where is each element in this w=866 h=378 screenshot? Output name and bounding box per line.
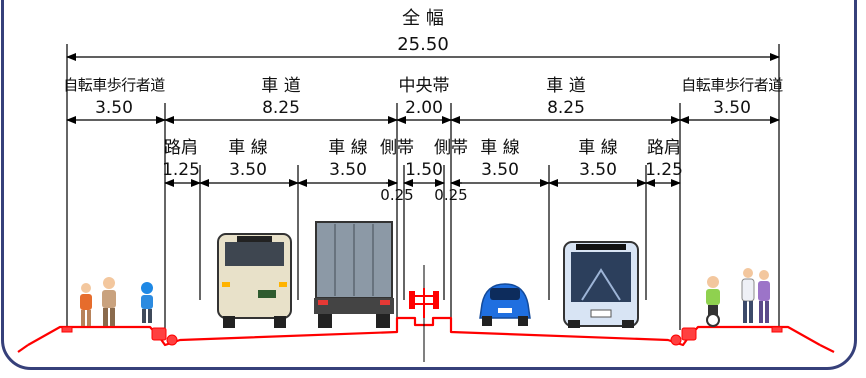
curb-blocks: [61, 326, 783, 346]
extension-lines: [66, 44, 780, 330]
edge-left: [61, 326, 73, 333]
value-lane-3: 3.50: [481, 160, 519, 180]
pedestrians-right: [706, 268, 770, 327]
pedestrian-icon: [741, 268, 755, 323]
value-lane-1: 3.50: [229, 160, 267, 180]
median-barrier: [409, 265, 439, 362]
curb-left: [151, 327, 167, 341]
label-carriageway-right: 車 道: [546, 76, 586, 96]
curb-right: [681, 327, 697, 341]
value-strip-left: 0.25: [380, 186, 414, 204]
value-shoulder-left: 1.25: [162, 160, 200, 180]
value-lane-2: 3.50: [329, 160, 367, 180]
label-carriageway-left: 車 道: [261, 76, 301, 96]
pedestrian-icon: [758, 270, 770, 323]
label-total-value: 25.50: [397, 34, 449, 55]
value-median: 2.00: [405, 98, 443, 118]
edge-right: [771, 326, 783, 333]
value-median-core: 1.50: [405, 160, 443, 180]
label-median: 中央帯: [398, 76, 450, 96]
cyclist-icon: [706, 276, 720, 327]
label-lane-3: 車 線: [480, 138, 520, 158]
drain-left: [166, 334, 178, 346]
label-shoulder-right: 路肩: [647, 138, 681, 158]
label-lane-4: 車 線: [578, 138, 618, 158]
slope-right: [819, 344, 835, 353]
value-sidewalk-left: 3.50: [95, 98, 133, 118]
label-shoulder-left: 路肩: [164, 138, 198, 158]
value-shoulder-right: 1.25: [645, 160, 683, 180]
pedestrian-icon: [102, 277, 116, 326]
car-icon: [479, 283, 531, 326]
label-lane-1: 車 線: [228, 138, 268, 158]
diagram-frame: [1, 0, 857, 370]
value-strip-right: 0.25: [434, 186, 468, 204]
label-strip-left: 側帯: [380, 138, 414, 158]
road-profile-left: [27, 316, 424, 347]
value-carriageway-left: 8.25: [262, 98, 300, 118]
drain-right: [670, 334, 682, 346]
label-lane-2: 車 線: [328, 138, 368, 158]
bus-left-icon: [217, 233, 292, 328]
label-total-title: 全 幅: [402, 8, 444, 29]
pedestrian-icon: [80, 283, 92, 326]
value-lane-4: 3.50: [579, 160, 617, 180]
pedestrians-left: [80, 277, 153, 326]
road-profile-right: [424, 316, 821, 347]
barrier-flange-right: [433, 291, 439, 309]
truck-icon: [314, 221, 394, 328]
road-section: [17, 316, 835, 353]
barrier-flange-left: [409, 291, 415, 309]
slope-left: [17, 344, 29, 353]
value-carriageway-right: 8.25: [547, 98, 585, 118]
bus-right-icon: [563, 241, 639, 328]
label-strip-right: 側帯: [434, 138, 468, 158]
label-sidewalk-right: 自転車歩行者道: [681, 76, 783, 94]
value-sidewalk-right: 3.50: [713, 98, 751, 118]
label-sidewalk-left: 自転車歩行者道: [63, 76, 165, 94]
child-icon: [141, 282, 153, 323]
dimension-lines: [66, 53, 780, 187]
